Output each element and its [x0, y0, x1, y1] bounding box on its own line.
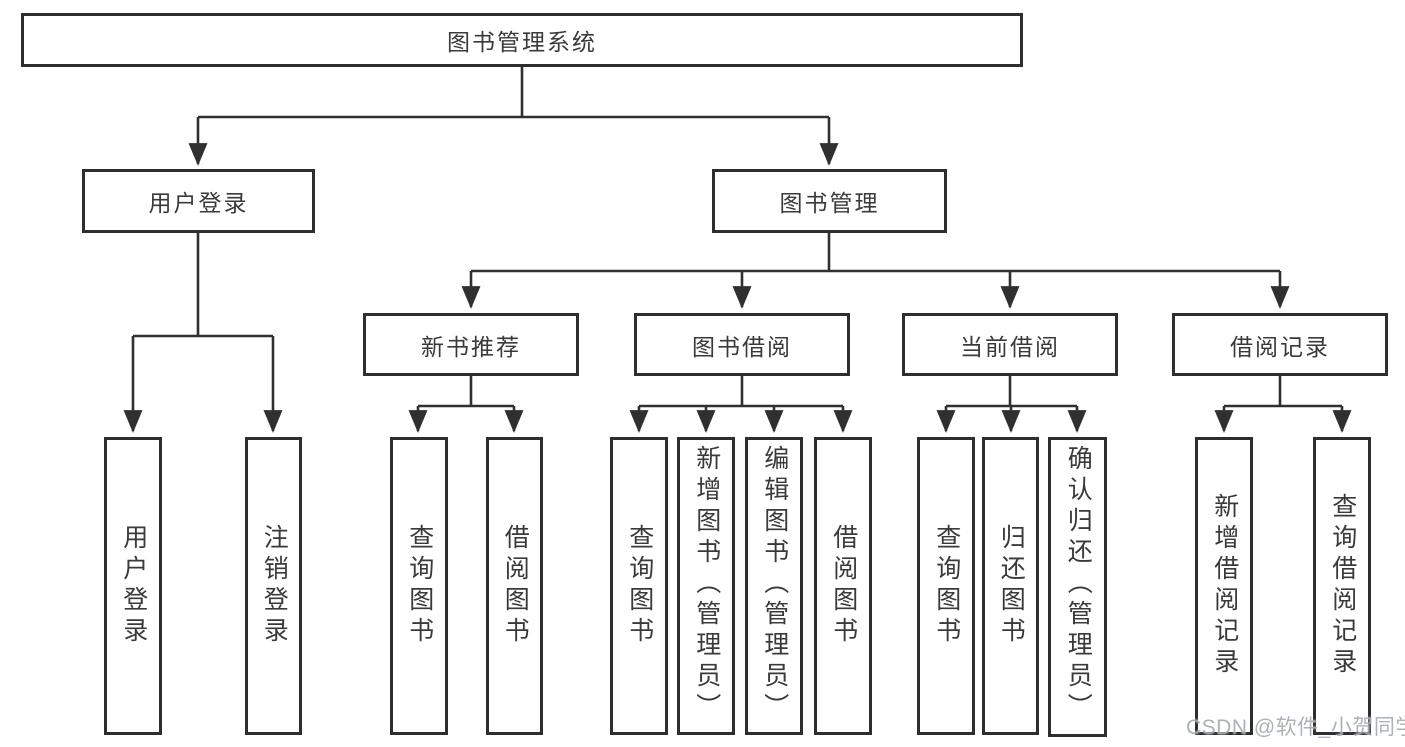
leaf-add-borrow-record: 新增借阅记录	[1195, 437, 1253, 735]
node-label: 新增借阅记录	[1210, 493, 1239, 679]
connector-arrows	[123, 117, 1352, 433]
node-user-login: 用户登录	[82, 169, 315, 233]
leaf-user-login: 用户登录	[104, 437, 162, 735]
node-current-borrow: 当前借阅	[902, 313, 1118, 376]
node-label: 注销登录	[260, 524, 289, 648]
node-label: 借阅记录	[1230, 333, 1330, 360]
node-label: 新增图书（管理员）	[692, 445, 721, 724]
node-new-book-recommend: 新书推荐	[363, 313, 579, 376]
leaf-query-borrow-record: 查询借阅记录	[1313, 437, 1371, 735]
node-label: 用户登录	[119, 524, 148, 648]
leaf-logout: 注销登录	[245, 437, 302, 735]
csdn-watermark: CSDN @软件_小贺同学	[1186, 716, 1405, 739]
leaf-confirm-return-admin: 确认归还（管理员）	[1048, 437, 1107, 737]
leaf-recommend-borrow-books: 借阅图书	[486, 437, 543, 735]
node-label: 图书借阅	[692, 333, 792, 360]
node-label: 查询借阅记录	[1328, 493, 1357, 679]
leaf-edit-books-admin: 编辑图书（管理员）	[745, 437, 803, 735]
node-label: 编辑图书（管理员）	[760, 445, 789, 724]
leaf-current-query-books: 查询图书	[917, 437, 975, 735]
node-label: 图书管理	[779, 190, 880, 216]
node-label: 用户登录	[148, 190, 249, 216]
connector-skeleton	[133, 67, 1342, 408]
leaf-borrow-query-books: 查询图书	[610, 437, 668, 735]
node-borrow-records: 借阅记录	[1172, 313, 1388, 376]
node-label: 当前借阅	[960, 333, 1060, 360]
node-label: 图书管理系统	[447, 29, 597, 55]
leaf-recommend-query-books: 查询图书	[390, 437, 448, 735]
node-label: 查询图书	[405, 524, 434, 648]
node-book-management: 图书管理	[712, 169, 947, 233]
node-label: 归还图书	[997, 524, 1026, 648]
node-library-system: 图书管理系统	[21, 13, 1023, 67]
node-label: 新书推荐	[421, 333, 521, 360]
leaf-add-books-admin: 新增图书（管理员）	[677, 437, 735, 735]
node-label: 借阅图书	[829, 524, 858, 648]
leaf-return-books: 归还图书	[982, 437, 1039, 735]
node-book-borrow: 图书借阅	[634, 313, 850, 376]
node-label: 查询图书	[932, 524, 961, 648]
leaf-borrow-books: 借阅图书	[814, 437, 872, 735]
node-label: 查询图书	[625, 524, 654, 648]
node-label: 借阅图书	[501, 524, 530, 648]
node-label: 确认归还（管理员）	[1064, 445, 1093, 724]
